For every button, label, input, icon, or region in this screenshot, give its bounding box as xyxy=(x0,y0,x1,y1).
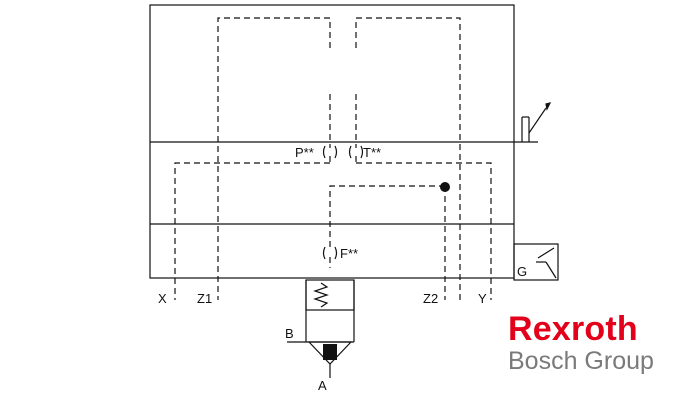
label-f: F** xyxy=(340,246,358,261)
logo-group: Bosch Group xyxy=(508,347,654,375)
orifice-f xyxy=(322,246,338,260)
cartridge-valve xyxy=(287,279,355,378)
rexroth-logo: Rexroth Bosch Group xyxy=(508,312,654,374)
orifice-t xyxy=(348,145,364,159)
label-y: Y xyxy=(478,291,487,306)
passage-x xyxy=(174,162,330,300)
junction-dot xyxy=(440,182,450,192)
label-t: T** xyxy=(363,145,381,160)
passage-y xyxy=(356,162,492,300)
logo-brand: Rexroth xyxy=(508,310,638,348)
internal-passages xyxy=(174,17,492,300)
label-a: A xyxy=(318,378,327,393)
passage-f-upper xyxy=(329,185,445,248)
poppet-seat xyxy=(323,344,337,360)
label-b: B xyxy=(285,326,294,341)
orifice-p xyxy=(322,145,338,159)
passage-left-top xyxy=(217,17,331,300)
label-z1: Z1 xyxy=(197,291,212,306)
label-z2: Z2 xyxy=(423,291,438,306)
label-p: P** xyxy=(295,145,314,160)
adjustment-symbol xyxy=(521,102,552,142)
label-x: X xyxy=(158,291,167,306)
passage-right-top xyxy=(355,17,461,300)
g-sensor-box xyxy=(513,243,559,281)
label-g: G xyxy=(517,264,527,279)
